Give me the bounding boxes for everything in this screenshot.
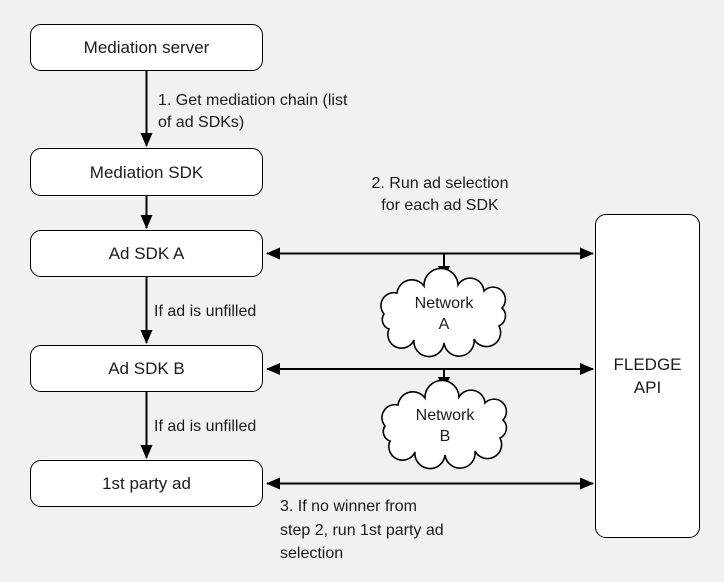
annotation-unfilled-a: If ad is unfilled bbox=[154, 303, 257, 320]
node-ad-sdk-b: Ad SDK B bbox=[30, 345, 263, 392]
annotation-step1: 1. Get mediation chain (list of ad SDKs) bbox=[158, 92, 348, 131]
annotation-unfilled-b: If ad is unfilled bbox=[154, 418, 257, 435]
node-first-party-ad: 1st party ad bbox=[30, 460, 263, 507]
node-fledge-api: FLEDGE API bbox=[595, 214, 700, 538]
annotation-step3: 3. If no winner from step 2, run 1st par… bbox=[280, 498, 444, 562]
node-mediation-sdk: Mediation SDK bbox=[30, 148, 263, 196]
network-a-label: Network A bbox=[414, 295, 474, 333]
node-mediation-server: Mediation server bbox=[30, 24, 263, 71]
node-ad-sdk-a: Ad SDK A bbox=[30, 230, 263, 277]
annotation-step2: 2. Run ad selection for each ad SDK bbox=[371, 175, 509, 214]
network-b-label: Network B bbox=[415, 407, 475, 445]
